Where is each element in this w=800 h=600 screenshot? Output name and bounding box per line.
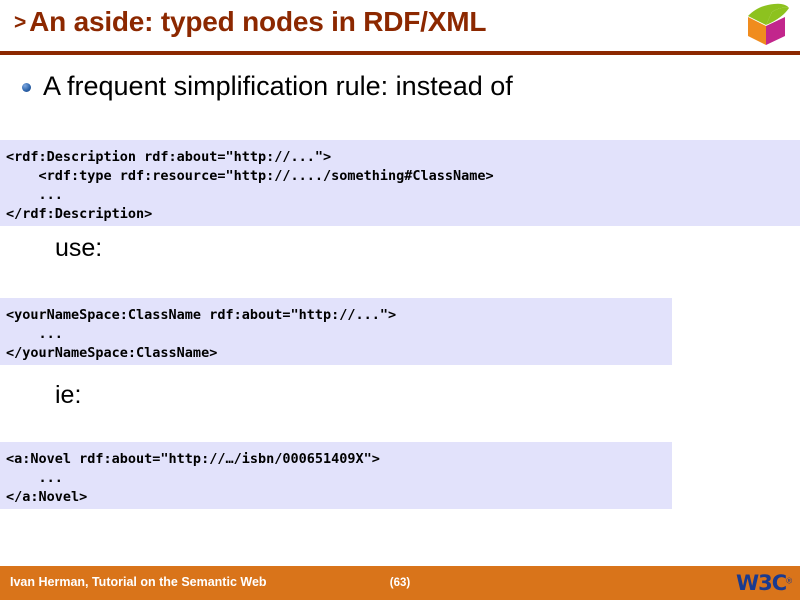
slide-footer: Ivan Herman, Tutorial on the Semantic We… xyxy=(0,566,800,600)
w3c-wordmark-logo-icon: W3C® xyxy=(736,570,792,596)
code-line: ... xyxy=(6,325,63,342)
header-divider xyxy=(0,51,800,55)
page-number: (63) xyxy=(389,577,411,589)
code-line: ... xyxy=(6,186,63,203)
label-use: use: xyxy=(55,234,103,262)
page-title: >An aside: typed nodes in RDF/XML xyxy=(14,6,486,38)
code-block-rdf-description: <rdf:Description rdf:about="http://...">… xyxy=(0,139,800,226)
code-line: </a:Novel> xyxy=(6,488,88,505)
code-line: <rdf:Description rdf:about="http://..."> xyxy=(6,148,332,165)
footer-author-label: Ivan Herman, Tutorial on the Semantic We… xyxy=(10,575,267,589)
w3c-wordmark-text: W3C xyxy=(736,571,787,595)
code-line: <rdf:type rdf:resource="http://..../some… xyxy=(6,167,494,184)
code-block-your-namespace: <yourNameSpace:ClassName rdf:about="http… xyxy=(0,297,672,365)
code-line: </yourNameSpace:ClassName> xyxy=(6,344,218,361)
registered-trademark-icon: ® xyxy=(786,576,793,586)
bullet-list-item: A frequent simplification rule: instead … xyxy=(22,70,762,102)
bullet-sphere-icon xyxy=(22,83,31,92)
w3c-cube-logo-icon xyxy=(744,2,792,46)
slide-header: >An aside: typed nodes in RDF/XML xyxy=(0,0,800,56)
code-line: <a:Novel rdf:about="http://…/isbn/000651… xyxy=(6,450,380,467)
code-block-a-novel: <a:Novel rdf:about="http://…/isbn/000651… xyxy=(0,441,672,509)
page-title-text: An aside: typed nodes in RDF/XML xyxy=(29,6,487,37)
code-line: <yourNameSpace:ClassName rdf:about="http… xyxy=(6,306,397,323)
bullet-item-label: A frequent simplification rule: instead … xyxy=(43,71,513,101)
label-ie: ie: xyxy=(55,381,82,409)
code-line: ... xyxy=(6,469,63,486)
code-line: </rdf:Description> xyxy=(6,205,153,222)
chevron-right-icon: > xyxy=(14,11,27,34)
